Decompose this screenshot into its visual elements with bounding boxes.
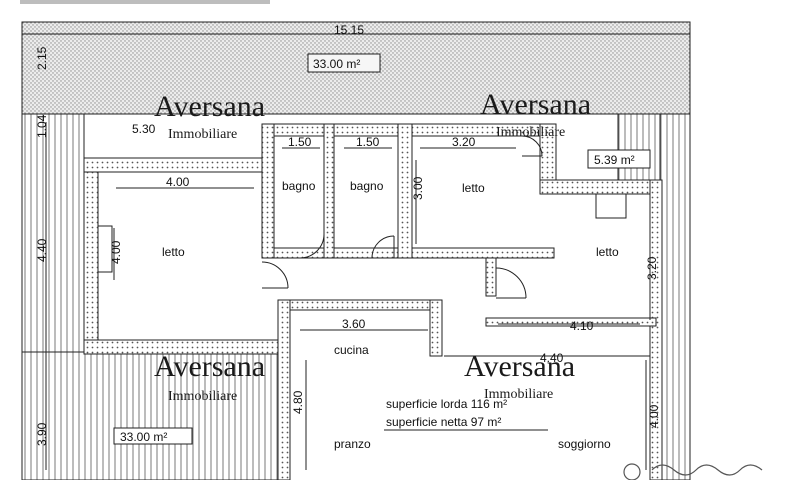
watermark-3: Aversana Immobiliare xyxy=(154,350,265,404)
dimension-lines xyxy=(45,122,651,470)
surface-net: superficie netta 97 m² xyxy=(386,415,501,429)
terrace-top-area-box xyxy=(307,53,381,73)
doors xyxy=(97,135,627,299)
terrace-bottom xyxy=(21,351,283,480)
dim-400c: 4.00 xyxy=(647,404,661,428)
dim-440: 4.40 xyxy=(35,238,49,262)
terrace-bottom-area-box xyxy=(113,427,193,445)
terrace-top-area: 33.00 m² xyxy=(313,57,360,71)
surface-gross: superficie lorda 116 m² xyxy=(386,397,507,411)
room-cucina: cucina xyxy=(334,343,369,357)
dim-150b: 1.50 xyxy=(356,135,380,149)
watermark-4: Aversana Immobiliare xyxy=(464,350,575,402)
watermark-brand: Aversana xyxy=(154,90,265,123)
dim-400: 4.00 xyxy=(166,175,190,189)
watermark-sub: Immobiliare xyxy=(484,387,553,402)
dim-left-height: 2.15 xyxy=(35,46,49,70)
watermark-sub: Immobiliare xyxy=(168,127,237,142)
balcony-area-box xyxy=(587,149,651,169)
watermark-brand: Aversana xyxy=(480,88,591,121)
dim-440b: 4.40 xyxy=(540,351,564,365)
corner-logo-icon xyxy=(623,463,763,480)
terrace-bottom-area: 33.00 m² xyxy=(120,430,167,444)
room-letto-3: letto xyxy=(596,245,619,259)
right-strip xyxy=(659,113,691,480)
dim-150a: 1.50 xyxy=(288,135,312,149)
room-pranzo: pranzo xyxy=(334,437,371,451)
watermark-1: Aversana Immobiliare xyxy=(154,90,265,142)
watermark-sub: Immobiliare xyxy=(168,389,237,404)
dim-top-width: 15.15 xyxy=(334,23,364,37)
dim-360: 3.60 xyxy=(342,317,366,331)
dim-530: 5.30 xyxy=(132,122,156,136)
dim-400b: 4.00 xyxy=(109,240,123,264)
room-letto-2: letto xyxy=(462,181,485,195)
dim-480: 4.80 xyxy=(291,390,305,414)
dim-410: 4.10 xyxy=(570,319,594,333)
room-bagno-2: bagno xyxy=(350,179,384,193)
watermark-2: Aversana Immobiliare xyxy=(480,88,591,140)
balcony-area: 5.39 m² xyxy=(594,153,635,167)
watermark-sub: Immobiliare xyxy=(496,125,565,140)
dim-320b: 3.20 xyxy=(645,256,659,280)
room-soggiorno: soggiorno xyxy=(558,437,611,451)
room-bagno-1: bagno xyxy=(282,179,316,193)
dim-104: 1.04 xyxy=(35,114,49,138)
watermark-brand: Aversana xyxy=(464,350,575,383)
dim-390: 3.90 xyxy=(35,422,49,446)
header-strip xyxy=(20,0,270,4)
dim-320a: 3.20 xyxy=(452,135,476,149)
walls xyxy=(83,123,663,480)
room-letto-1: letto xyxy=(162,245,185,259)
dim-300: 3.00 xyxy=(411,176,425,200)
watermark-brand: Aversana xyxy=(154,350,265,383)
